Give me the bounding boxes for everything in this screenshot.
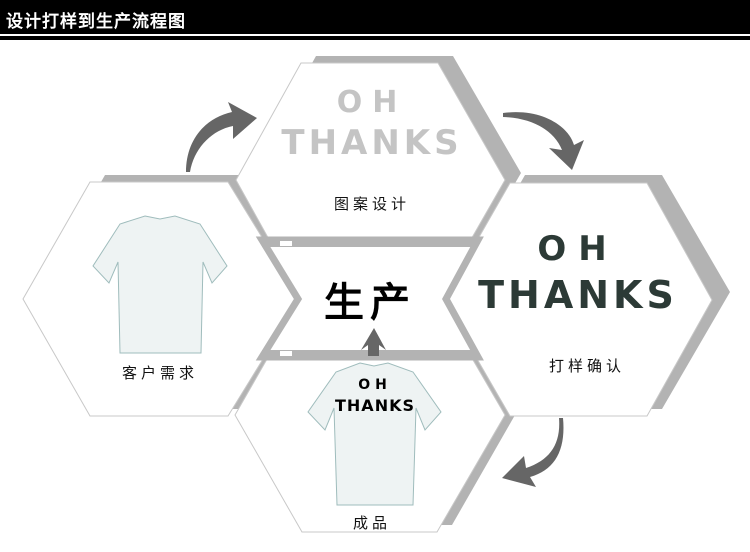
center-bar-top: [262, 240, 478, 247]
art-line-thanks: THANKS: [281, 123, 463, 163]
product-artwork: OH THANKS: [335, 378, 415, 414]
tshirt-blank-icon: [92, 215, 228, 354]
arrow-sample-to-product: [502, 418, 564, 487]
arrow-design-to-sample: [503, 112, 584, 170]
arrow-product-to-center: [361, 328, 386, 356]
design-artwork: OH THANKS: [281, 85, 463, 163]
page-title: 设计打样到生产流程图: [6, 12, 186, 32]
art-line-oh: OH: [336, 85, 408, 120]
tshirt-printed-icon: [307, 362, 442, 506]
header-underline: [0, 36, 750, 40]
step-label-product: 成品: [352, 514, 392, 532]
step-label-customer: 客户需求: [121, 364, 199, 382]
center-notch: [280, 351, 292, 356]
art-line-thanks: THANKS: [478, 273, 678, 317]
art-line-thanks: THANKS: [335, 396, 415, 415]
header-bar: 设计打样到生产流程图: [0, 0, 750, 34]
art-line-oh: OH: [358, 377, 392, 393]
sample-artwork: OH THANKS: [478, 232, 678, 314]
center-label: 生产: [324, 279, 416, 326]
arrow-customer-to-design: [186, 102, 257, 172]
art-line-oh: OH: [537, 229, 619, 269]
center-notch: [280, 241, 292, 246]
step-label-sample: 打样确认: [548, 357, 626, 375]
step-label-design: 图案设计: [333, 195, 411, 213]
header-divider: [0, 34, 750, 36]
